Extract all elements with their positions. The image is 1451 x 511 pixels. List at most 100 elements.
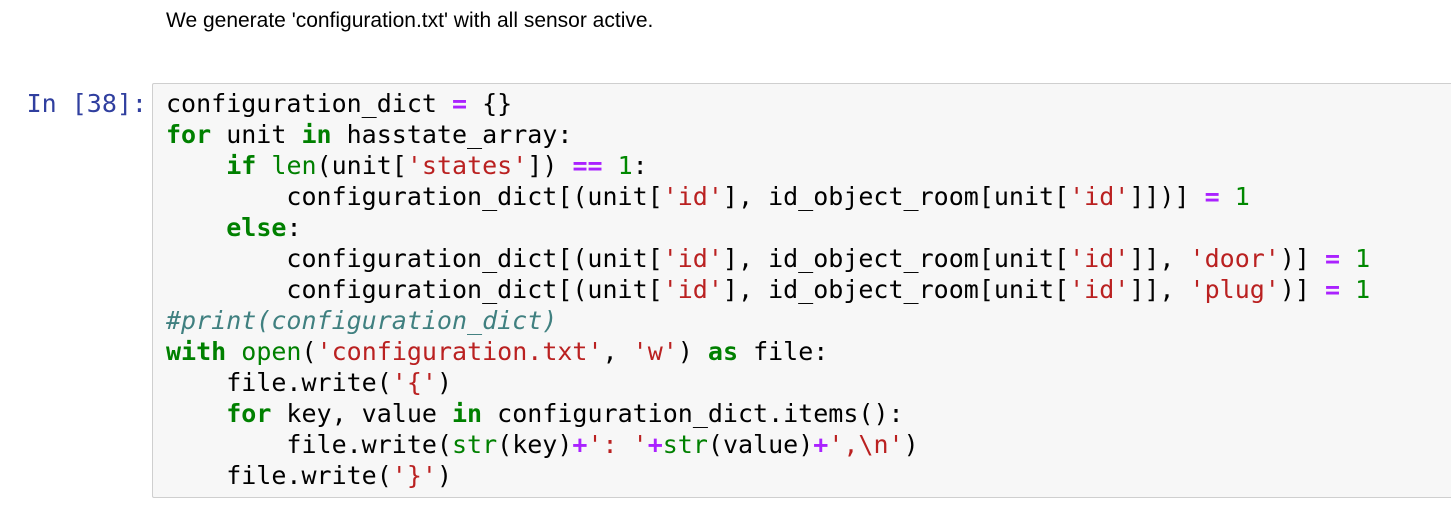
code-token-kw: if <box>226 151 257 180</box>
code-token-tx: file.write( <box>166 461 392 490</box>
code-token-kw: else <box>226 213 287 242</box>
code-token-str: 'states' <box>406 151 528 180</box>
code-token-tx: ], id_object_room[unit[ <box>722 182 1070 211</box>
code-token-bi: len <box>271 151 317 180</box>
code-token-str: 'id' <box>1069 244 1130 273</box>
code-token-tx <box>603 151 618 180</box>
code-token-tx: ]])] <box>1129 182 1205 211</box>
code-line[interactable]: else: <box>166 212 1443 243</box>
code-token-str: 'plug' <box>1189 275 1280 304</box>
code-token-num: 1 <box>1355 275 1371 304</box>
code-token-tx: ) <box>436 368 452 397</box>
code-token-op: = <box>451 89 468 118</box>
markdown-cell[interactable]: We generate 'configuration.txt' with all… <box>0 0 1451 34</box>
code-token-tx: configuration_dict <box>166 89 452 118</box>
code-area[interactable]: configuration_dict = {}for unit in hasst… <box>166 88 1443 491</box>
code-token-op: + <box>572 430 588 459</box>
code-token-bi: open <box>241 337 302 366</box>
code-token-tx: file: <box>738 337 829 366</box>
code-token-tx <box>226 337 241 366</box>
code-line[interactable]: with open('configuration.txt', 'w') as f… <box>166 336 1443 367</box>
code-token-tx: hasstate_array: <box>331 120 573 149</box>
code-line[interactable]: for unit in hasstate_array: <box>166 119 1443 150</box>
code-token-tx: ) <box>677 337 708 366</box>
code-token-tx <box>1340 275 1355 304</box>
code-token-tx <box>1340 244 1355 273</box>
code-token-kw: for <box>226 399 272 428</box>
code-token-op: = <box>1325 275 1341 304</box>
code-token-tx <box>166 399 226 428</box>
code-line[interactable]: configuration_dict[(unit['id'], id_objec… <box>166 181 1443 212</box>
code-token-tx: configuration_dict[(unit[ <box>166 275 663 304</box>
code-line[interactable]: configuration_dict[(unit['id'], id_objec… <box>166 243 1443 274</box>
code-token-kw: in <box>301 120 332 149</box>
code-token-tx: ) <box>436 461 452 490</box>
code-line[interactable]: configuration_dict = {} <box>166 88 1443 119</box>
code-token-str: 'configuration.txt' <box>316 337 603 366</box>
code-token-op: + <box>813 430 829 459</box>
code-token-str: 'id' <box>662 182 723 211</box>
code-token-tx: )] <box>1279 275 1326 304</box>
code-token-kw: with <box>166 337 227 366</box>
code-line[interactable]: file.write('{') <box>166 367 1443 398</box>
code-token-kw: as <box>707 337 739 366</box>
code-token-tx: )] <box>1279 244 1326 273</box>
code-token-str: 'id' <box>1069 182 1130 211</box>
code-token-bi: str <box>451 430 498 459</box>
code-token-tx <box>256 151 271 180</box>
code-token-tx: file.write( <box>166 368 392 397</box>
code-line[interactable]: configuration_dict[(unit['id'], id_objec… <box>166 274 1443 305</box>
code-token-tx: ]], <box>1129 275 1190 304</box>
code-token-num: 1 <box>1234 182 1250 211</box>
code-line[interactable]: file.write(str(key)+': '+str(value)+',\n… <box>166 429 1443 460</box>
code-token-tx: unit <box>211 120 302 149</box>
code-token-str: '{' <box>391 368 437 397</box>
code-token-str: 'w' <box>632 337 678 366</box>
code-line[interactable]: #print(configuration_dict) <box>166 305 1443 336</box>
code-token-tx: (key) <box>497 430 573 459</box>
code-token-str: 'id' <box>1069 275 1130 304</box>
code-token-tx: ]) <box>527 151 573 180</box>
code-line[interactable]: for key, value in configuration_dict.ite… <box>166 398 1443 429</box>
code-token-kw: for <box>166 120 212 149</box>
code-token-tx <box>166 151 226 180</box>
code-token-str: ',\n' <box>828 430 904 459</box>
markdown-text: We generate 'configuration.txt' with all… <box>166 9 654 32</box>
code-line[interactable]: file.write('}') <box>166 460 1443 491</box>
code-token-tx: , <box>602 337 633 366</box>
input-area[interactable]: configuration_dict = {}for unit in hasst… <box>152 83 1451 498</box>
code-token-num: 1 <box>1355 244 1371 273</box>
code-token-tx: ], id_object_room[unit[ <box>722 275 1070 304</box>
code-token-tx: file.write( <box>166 430 452 459</box>
code-token-str: 'id' <box>662 275 723 304</box>
code-token-tx: ) <box>903 430 919 459</box>
code-token-tx: {} <box>467 89 513 118</box>
code-token-tx <box>1220 182 1235 211</box>
code-token-num: 1 <box>617 151 633 180</box>
code-token-str: '}' <box>391 461 437 490</box>
code-token-bi: str <box>662 430 708 459</box>
code-token-op: = <box>1325 244 1341 273</box>
code-token-tx: configuration_dict.items(): <box>482 399 904 428</box>
code-token-kw: in <box>452 399 483 428</box>
code-token-tx: ], id_object_room[unit[ <box>722 244 1070 273</box>
code-token-tx: (value) <box>707 430 814 459</box>
code-token-tx: : <box>632 151 648 180</box>
code-cell: In [38]: configuration_dict = {}for unit… <box>0 83 1451 498</box>
code-token-tx: configuration_dict[(unit[ <box>166 182 663 211</box>
code-token-str: ': ' <box>587 430 648 459</box>
code-token-op: + <box>647 430 663 459</box>
code-token-str: 'door' <box>1189 244 1280 273</box>
code-token-tx: : <box>286 213 302 242</box>
code-token-tx: ( <box>301 337 317 366</box>
code-line[interactable]: if len(unit['states']) == 1: <box>166 150 1443 181</box>
code-token-tx: ]], <box>1129 244 1190 273</box>
code-token-op: = <box>1204 182 1220 211</box>
code-token-tx: configuration_dict[(unit[ <box>166 244 663 273</box>
input-prompt: In [38]: <box>26 89 147 118</box>
code-token-str: 'id' <box>662 244 723 273</box>
code-token-tx: (unit[ <box>316 151 407 180</box>
code-token-tx <box>166 213 226 242</box>
code-token-op: == <box>572 151 603 180</box>
code-token-tx: key, value <box>271 399 452 428</box>
